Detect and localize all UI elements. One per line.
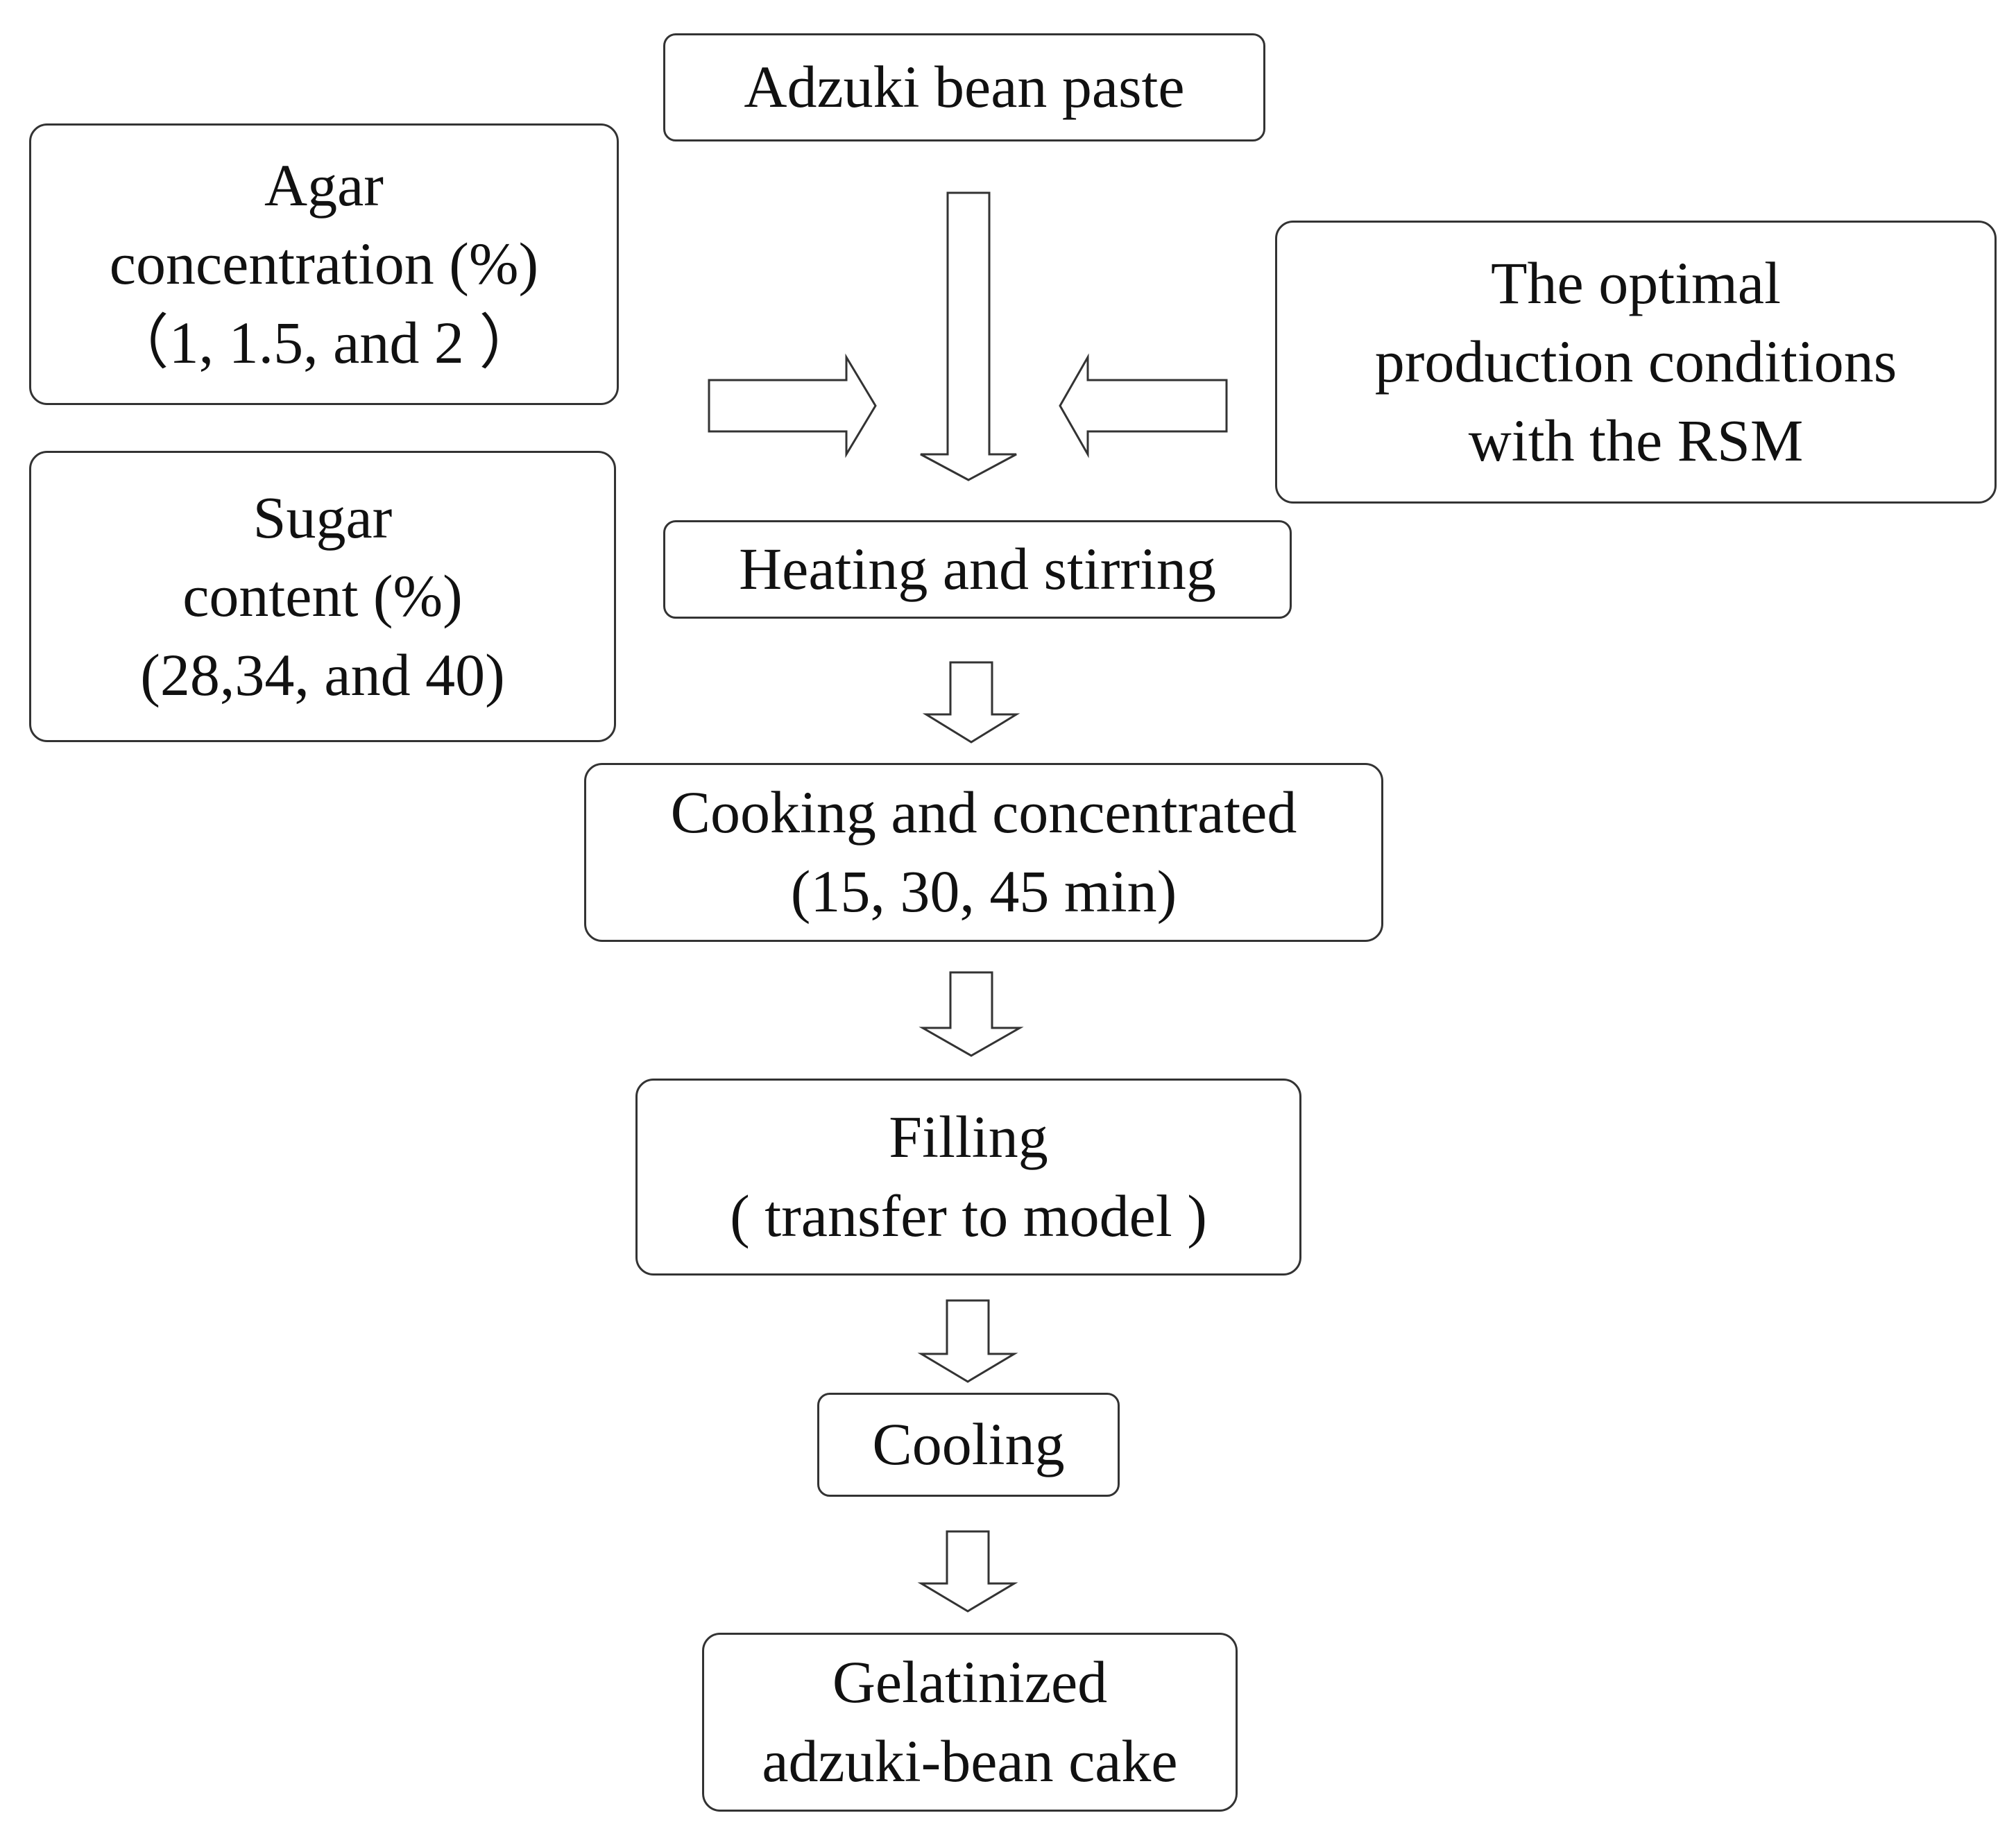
arrow-down-filling [919, 971, 1024, 1057]
node-label-line: (28,34, and 40) [140, 641, 505, 708]
arrow-right-inputs [708, 353, 877, 458]
node-label-line: with the RSM [1468, 406, 1804, 474]
node-label: Cooling [872, 1411, 1065, 1478]
arrow-down-cooling [917, 1299, 1018, 1383]
node-label-line: (15, 30, 45 min) [790, 858, 1177, 925]
node-label-line: Sugar [253, 483, 393, 551]
node-filling: Filling ( transfer to model ) [635, 1079, 1301, 1276]
node-optimal-conditions: The optimal production conditions with t… [1275, 221, 1997, 504]
node-label-line: production conditions [1374, 328, 1897, 395]
node-label-line: concentration (%) [109, 230, 539, 298]
node-label-line: Agar [264, 151, 384, 218]
arrow-down-cooking [922, 661, 1020, 744]
node-label-line: adzuki-bean cake [762, 1728, 1178, 1794]
node-agar-concentration: Agar concentration (%) （1, 1.5, and 2 ） [29, 123, 619, 405]
node-label-line: （1, 1.5, and 2 ） [109, 309, 539, 376]
node-label-line: Filling [889, 1104, 1048, 1171]
node-cooking-and-concentrated: Cooking and concentrated (15, 30, 45 min… [584, 763, 1383, 942]
arrow-left-optimal [1059, 353, 1228, 458]
node-heating-and-stirring: Heating and stirring [663, 520, 1292, 619]
node-cooling: Cooling [817, 1393, 1120, 1497]
node-label-line: Gelatinized [832, 1649, 1108, 1716]
node-adzuki-bean-paste: Adzuki bean paste [663, 33, 1265, 141]
node-label-line: ( transfer to model ) [730, 1183, 1207, 1249]
node-label: Heating and stirring [739, 535, 1216, 603]
node-label-line: The optimal [1491, 249, 1781, 316]
node-label-line: Cooking and concentrated [670, 779, 1297, 846]
node-label-line: content (%) [182, 563, 463, 630]
node-sugar-content: Sugar content (%) (28,34, and 40) [29, 451, 616, 742]
arrow-down-main [920, 191, 1017, 481]
node-gelatinized-adzuki-bean-cake: Gelatinized adzuki-bean cake [702, 1633, 1238, 1812]
node-label: Adzuki bean paste [744, 53, 1185, 121]
arrow-down-result [917, 1530, 1018, 1613]
